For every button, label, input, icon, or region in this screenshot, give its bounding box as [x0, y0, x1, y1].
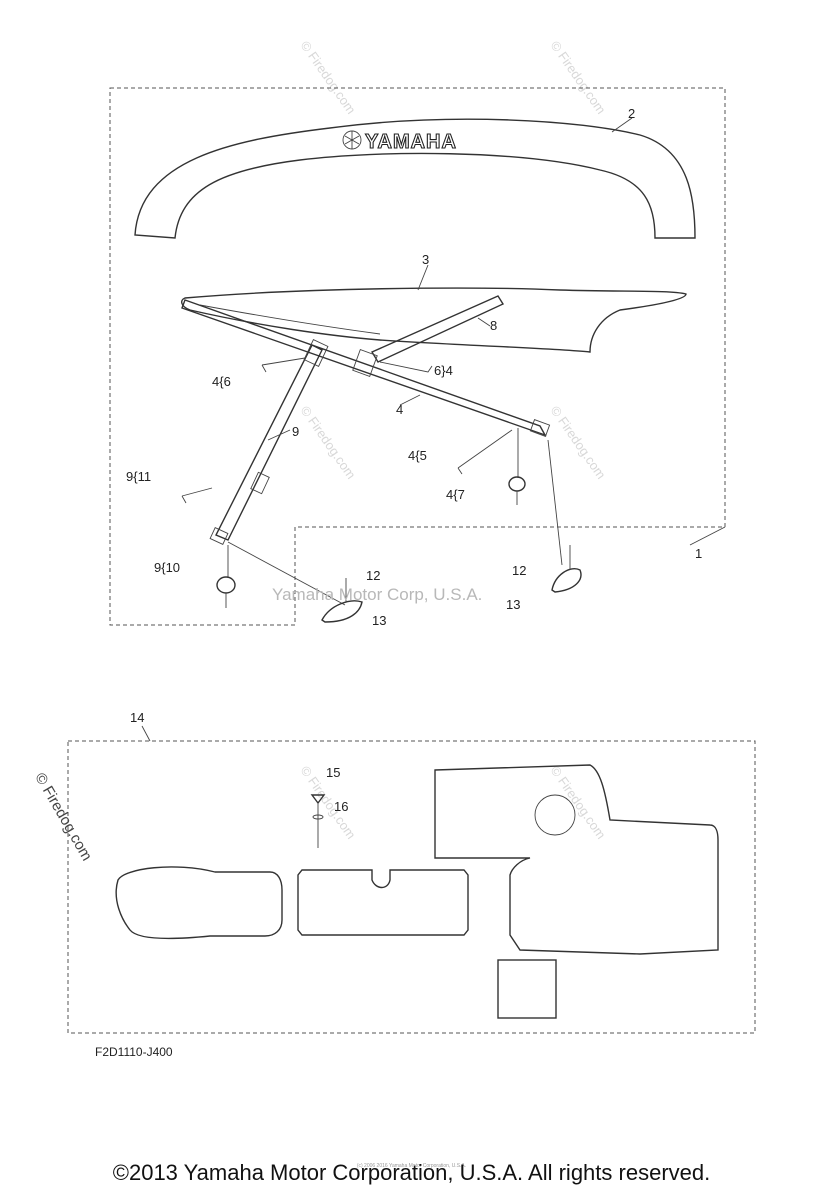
mat-kit-boundary — [67, 740, 756, 1034]
watermark-company: Yamaha Motor Corp, U.S.A. — [272, 585, 483, 604]
mount-bracket-left — [321, 578, 363, 623]
callout-4: 4 — [396, 402, 403, 417]
brand-text: YAMAHA — [365, 131, 457, 153]
callout-9-10: 9{10 — [154, 560, 180, 575]
pin-icon — [457, 429, 513, 475]
callout-12-right: 12 — [512, 563, 526, 578]
pins — [181, 357, 513, 504]
canopy-top — [181, 287, 687, 353]
pin-icon — [379, 361, 433, 373]
leg-tube-9 — [209, 339, 329, 545]
watermark-site-text: © Firedog.com — [548, 38, 609, 117]
watermark-site-text: © Firedog.com — [548, 403, 609, 482]
callout-13-right: 13 — [506, 597, 520, 612]
callout-2: 2 — [628, 106, 635, 121]
leader-line — [477, 317, 491, 327]
frame-tube-4 — [181, 299, 551, 437]
watermark-grid: © Firedog.com © Firedog.com © Firedog.co… — [298, 38, 609, 842]
reference-code: F2D1110-J400 — [95, 1045, 173, 1059]
leader-line — [227, 541, 346, 606]
watermark-site-text: © Firedog.com — [298, 38, 359, 117]
mat-center — [297, 869, 469, 936]
callout-9: 9 — [292, 424, 299, 439]
callout-9-11: 9{11 — [126, 469, 151, 484]
callout-4-5: 4{5 — [408, 448, 427, 463]
fastener-15-16 — [310, 794, 326, 848]
callout-13-left: 13 — [372, 613, 386, 628]
brand-emblem-icon — [344, 131, 360, 149]
leader-line — [689, 526, 726, 546]
callout-15: 15 — [326, 765, 340, 780]
callout-16: 16 — [334, 799, 348, 814]
mat-right — [434, 764, 719, 955]
callout-8: 8 — [490, 318, 497, 333]
knob-4-7 — [508, 428, 526, 505]
callout-4-7: 4{7 — [446, 487, 465, 502]
tiny-copyright: (c) 2006 2016 Yamaha Motor Corporation, … — [356, 1163, 467, 1169]
assembly-1-boundary — [109, 87, 726, 626]
mat-right-cutout — [534, 794, 576, 836]
knob-9-10 — [216, 545, 236, 608]
watermark-site-text: © Firedog.com — [548, 763, 609, 842]
callout-4-6: 4{6 — [212, 374, 231, 389]
pin-icon — [261, 357, 306, 373]
callout-1: 1 — [695, 546, 702, 561]
leader-line — [611, 117, 633, 133]
mat-left — [115, 866, 283, 940]
pin-icon — [181, 487, 213, 504]
leader-line — [399, 394, 421, 406]
tube-8 — [370, 295, 505, 363]
callout-6-4: 6}4 — [434, 363, 453, 378]
callout-12-left: 12 — [366, 568, 380, 583]
leader-line — [417, 264, 429, 291]
mount-bracket-right — [551, 545, 582, 593]
callout-14: 14 — [130, 710, 144, 725]
leader-line — [547, 439, 563, 566]
watermark-site-text: © Firedog.com — [298, 403, 359, 482]
copyright-footer: ©2013 Yamaha Motor Corporation, U.S.A. A… — [112, 1160, 711, 1185]
callouts: 2 3 8 4{6 6}4 4 9 4{5 9{11 4{7 1 9{10 12… — [126, 106, 702, 814]
leader-line — [141, 725, 151, 742]
leader-line — [267, 429, 291, 441]
arch-cover: YAMAHA — [134, 118, 696, 239]
callout-3: 3 — [422, 252, 429, 267]
mat-small — [497, 959, 557, 1019]
